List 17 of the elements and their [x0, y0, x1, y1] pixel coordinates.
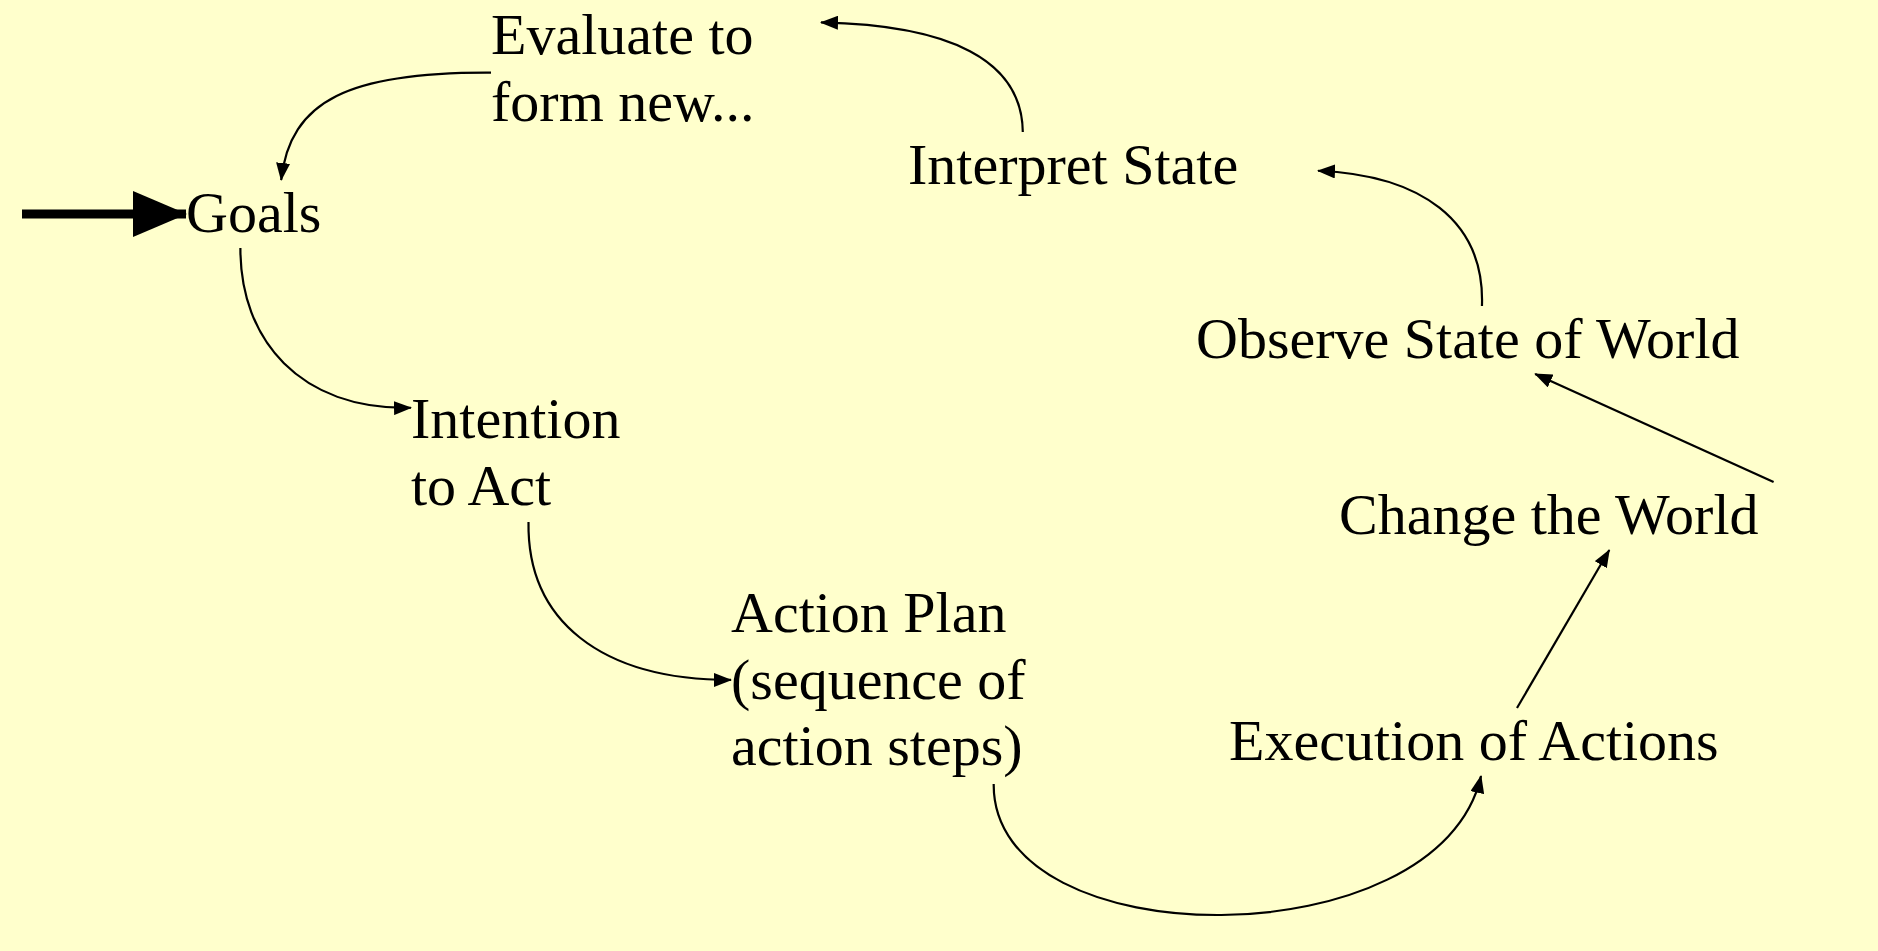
node-label: Action Plan (sequence of action steps) — [731, 580, 1027, 781]
node-label: Observe State of World — [1196, 306, 1741, 373]
curved-arrow — [1317, 165, 1484, 307]
curved-arrow — [527, 521, 732, 687]
node-label: Execution of Actions — [1229, 708, 1720, 775]
node-label: Change the World — [1339, 482, 1760, 549]
curved-arrow — [239, 247, 412, 415]
curved-arrow — [992, 775, 1482, 916]
node-label: Evaluate to form new... — [491, 2, 756, 136]
curved-arrow — [820, 16, 1024, 133]
thick-arrow — [22, 191, 187, 237]
curved-arrow — [277, 71, 491, 181]
node-label: Intention to Act — [411, 386, 622, 520]
node-label: Interpret State — [908, 132, 1240, 199]
curved-arrow — [1534, 373, 1775, 483]
curved-arrow — [1516, 549, 1611, 709]
node-label: Goals — [186, 180, 323, 247]
